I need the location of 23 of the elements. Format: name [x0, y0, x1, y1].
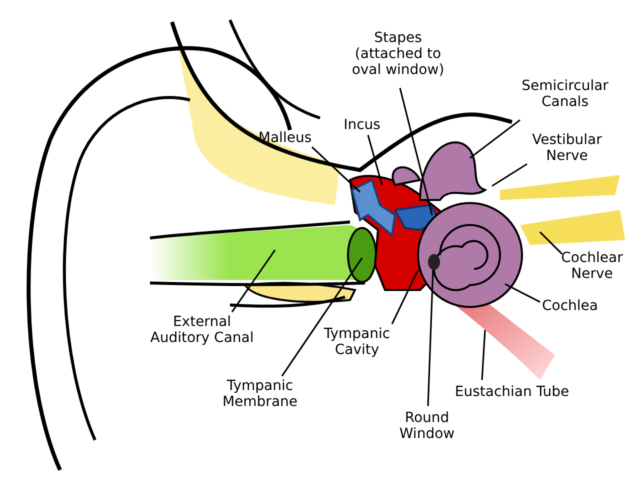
part-label: Tympanic Cavity: [317, 326, 397, 358]
leader-line: [470, 119, 520, 159]
part-label: Stapes (attached to oval window): [348, 30, 448, 78]
part-label: Incus: [332, 117, 392, 133]
part-label: Cochlea: [530, 298, 610, 314]
leader-line: [367, 134, 383, 186]
leader-line: [281, 258, 363, 376]
leader-line: [504, 283, 540, 303]
part-label: Vestibular Nerve: [522, 132, 612, 164]
part-label: Tympanic Membrane: [210, 378, 310, 410]
part-label: Eustachian Tube: [442, 384, 582, 400]
part-label: Semicircular Canals: [510, 78, 620, 110]
leader-line: [427, 270, 434, 406]
part-label: Cochlear Nerve: [552, 250, 632, 282]
leader-line: [311, 146, 361, 193]
leader-line: [231, 250, 276, 312]
part-label: External Auditory Canal: [142, 314, 262, 346]
leader-line: [391, 270, 419, 324]
leader-line: [399, 88, 433, 216]
part-label: Malleus: [245, 130, 325, 146]
part-label: Round Window: [392, 410, 462, 442]
leader-line: [481, 330, 486, 380]
leader-line: [492, 163, 528, 187]
